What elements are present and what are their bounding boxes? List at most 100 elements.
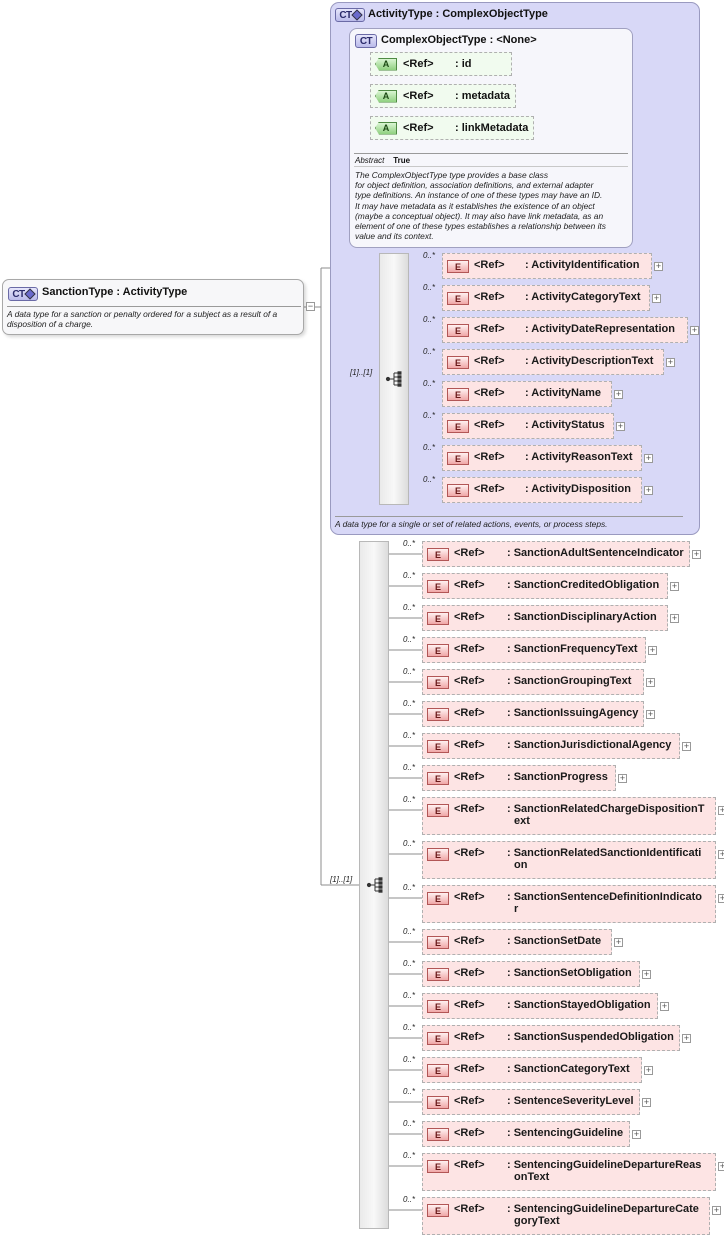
divider — [7, 306, 301, 307]
element-name: : SentencingGuideline — [507, 1127, 624, 1139]
cardinality: 0..* — [403, 1087, 416, 1096]
expand-icon[interactable]: + — [644, 485, 653, 495]
attribute-id[interactable]: A<Ref>: id — [370, 52, 512, 76]
element--activitydescriptiontext[interactable]: E<Ref>: ActivityDescriptionText — [442, 349, 664, 375]
expand-icon[interactable]: + — [666, 357, 675, 367]
element--sentencingguidelinedeparturereas[interactable]: E<Ref>: SentencingGuidelineDepartureReas… — [422, 1153, 716, 1191]
element-ref: <Ref> — [454, 707, 485, 719]
expand-icon[interactable]: + — [648, 645, 657, 655]
attribute-linkmetadata[interactable]: A<Ref>: linkMetadata — [370, 116, 534, 140]
element--activityreasontext[interactable]: E<Ref>: ActivityReasonText — [442, 445, 642, 471]
expand-icon[interactable]: + — [660, 1001, 669, 1011]
expand-icon[interactable]: + — [682, 1033, 691, 1043]
expand-icon[interactable]: + — [682, 741, 691, 751]
element--activityidentification[interactable]: E<Ref>: ActivityIdentification — [442, 253, 652, 279]
complex-type-icon: CT — [335, 8, 365, 22]
expand-icon[interactable]: + — [644, 453, 653, 463]
element--sanctiongroupingtext[interactable]: E<Ref>: SanctionGroupingText — [422, 669, 644, 695]
element--activityname[interactable]: E<Ref>: ActivityName — [442, 381, 612, 407]
expand-icon[interactable]: + — [614, 937, 623, 947]
expand-icon[interactable]: + — [718, 806, 724, 815]
element-icon: E — [427, 1128, 449, 1141]
expand-icon[interactable]: + — [718, 850, 724, 859]
element--activitycategorytext[interactable]: E<Ref>: ActivityCategoryText — [442, 285, 650, 311]
expand-icon[interactable]: + — [718, 1162, 724, 1171]
element-icon: E — [427, 1000, 449, 1013]
element-icon: E — [427, 936, 449, 949]
element-name: : SanctionSuspendedObligation — [507, 1031, 674, 1043]
expand-icon[interactable]: + — [690, 325, 699, 335]
element-ref: <Ref> — [474, 451, 505, 463]
element-name: : SanctionCategoryText — [507, 1063, 630, 1075]
element-icon: E — [427, 708, 449, 721]
complex-object-type-title: ComplexObjectType : <None> — [381, 34, 537, 46]
element-name: : ActivityStatus — [525, 419, 605, 431]
description-line: for object definition, association defin… — [355, 180, 594, 191]
attribute-name: : metadata — [455, 90, 511, 102]
expand-icon[interactable]: + — [646, 677, 655, 687]
expand-icon[interactable]: + — [618, 773, 627, 783]
element-ref: <Ref> — [454, 999, 485, 1011]
expand-icon[interactable]: + — [670, 581, 679, 591]
element--sanctionsentencedefinitionindicato[interactable]: E<Ref>: SanctionSentenceDefinitionIndica… — [422, 885, 716, 923]
element-ref: <Ref> — [454, 891, 485, 903]
expand-icon[interactable]: + — [712, 1205, 721, 1215]
element--sanctionrelatedchargedispositiont[interactable]: E<Ref>: SanctionRelatedChargeDisposition… — [422, 797, 716, 835]
expand-icon[interactable]: + — [646, 709, 655, 719]
element-ref: <Ref> — [454, 771, 485, 783]
element--sanctionrelatedsanctionidentificati[interactable]: E<Ref>: SanctionRelatedSanctionIdentific… — [422, 841, 716, 879]
element-icon: E — [447, 388, 469, 401]
element--sanctioncreditedobligation[interactable]: E<Ref>: SanctionCreditedObligation — [422, 573, 668, 599]
abstract-row: Abstract True — [355, 156, 411, 165]
element-icon: E — [427, 1032, 449, 1045]
cardinality: 0..* — [403, 635, 416, 644]
attribute-ref: <Ref> — [403, 90, 434, 102]
element--sanctionprogress[interactable]: E<Ref>: SanctionProgress — [422, 765, 616, 791]
expand-icon[interactable]: + — [644, 1065, 653, 1075]
element--sanctionadultsentenceindicator[interactable]: E<Ref>: SanctionAdultSentenceIndicator — [422, 541, 690, 567]
element-name: : ActivityDateRepresentation — [525, 323, 675, 335]
element-ref: <Ref> — [454, 643, 485, 655]
expand-icon[interactable]: + — [692, 549, 701, 559]
expand-icon[interactable]: + — [614, 389, 623, 399]
element--sanctionstayedobligation[interactable]: E<Ref>: SanctionStayedObligation — [422, 993, 658, 1019]
expand-icon[interactable]: + — [616, 421, 625, 431]
cardinality: 0..* — [403, 795, 416, 804]
element--sanctionsetobligation[interactable]: E<Ref>: SanctionSetObligation — [422, 961, 640, 987]
element--sentencingguideline[interactable]: E<Ref>: SentencingGuideline — [422, 1121, 630, 1147]
element--sanctionsuspendedobligation[interactable]: E<Ref>: SanctionSuspendedObligation — [422, 1025, 680, 1051]
expand-icon[interactable]: + — [670, 613, 679, 623]
element--activitydisposition[interactable]: E<Ref>: ActivityDisposition — [442, 477, 642, 503]
element-icon: E — [447, 324, 469, 337]
element--sanctiondisciplinaryaction[interactable]: E<Ref>: SanctionDisciplinaryAction — [422, 605, 668, 631]
element--sentencingguidelinedeparturecate[interactable]: E<Ref>: SentencingGuidelineDepartureCate… — [422, 1197, 710, 1235]
element--sanctionjurisdictionalagency[interactable]: E<Ref>: SanctionJurisdictionalAgency — [422, 733, 680, 759]
expand-icon[interactable]: + — [652, 293, 661, 303]
collapse-toggle[interactable]: − — [306, 301, 315, 311]
cardinality: 0..* — [423, 347, 436, 356]
expand-icon[interactable]: + — [642, 969, 651, 979]
attribute-metadata[interactable]: A<Ref>: metadata — [370, 84, 516, 108]
expand-icon[interactable]: + — [654, 261, 663, 271]
expand-icon[interactable]: + — [632, 1129, 641, 1139]
element-icon: E — [447, 292, 469, 305]
element--sanctionissuingagency[interactable]: E<Ref>: SanctionIssuingAgency — [422, 701, 644, 727]
expand-icon[interactable]: + — [642, 1097, 651, 1107]
element--sentenceseveritylevel[interactable]: E<Ref>: SentenceSeverityLevel — [422, 1089, 640, 1115]
sanction-type-box[interactable]: CT SanctionType : ActivityType A data ty… — [2, 279, 304, 335]
element-name: : ActivityDescriptionText — [525, 355, 654, 367]
element--activitydaterepresentation[interactable]: E<Ref>: ActivityDateRepresentation — [442, 317, 688, 343]
element--sanctioncategorytext[interactable]: E<Ref>: SanctionCategoryText — [422, 1057, 642, 1083]
element--activitystatus[interactable]: E<Ref>: ActivityStatus — [442, 413, 614, 439]
cardinality: 0..* — [403, 699, 416, 708]
cardinality: 0..* — [423, 315, 436, 324]
element--sanctionfrequencytext[interactable]: E<Ref>: SanctionFrequencyText — [422, 637, 646, 663]
element-name: : SanctionProgress — [507, 771, 608, 783]
element-icon: E — [427, 968, 449, 981]
attribute-ref: <Ref> — [403, 58, 434, 70]
element--sanctionsetdate[interactable]: E<Ref>: SanctionSetDate — [422, 929, 612, 955]
expand-icon[interactable]: + — [718, 894, 724, 903]
element-icon: E — [447, 260, 469, 273]
